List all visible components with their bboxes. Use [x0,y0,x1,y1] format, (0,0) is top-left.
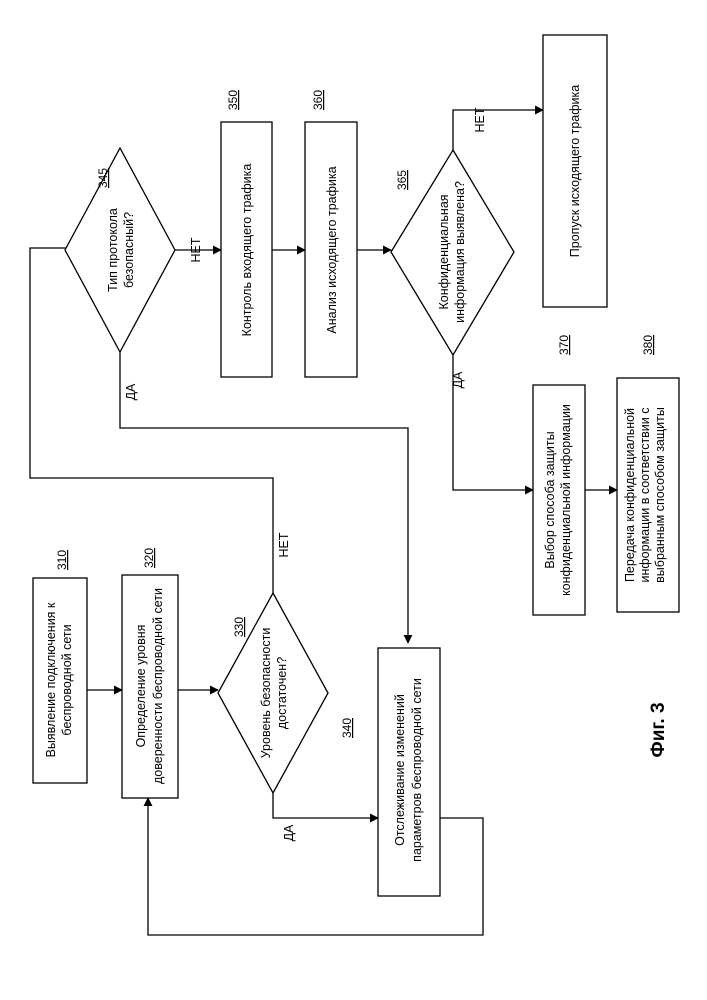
decision-345-ref: 345 [96,168,110,188]
step-380-ref: 380 [641,335,655,355]
step-310: Выявление подключения к беспроводной сет… [33,550,87,783]
decision-345: Тип протокола безопасный? 345 [65,148,175,352]
decision-330-ref: 330 [232,617,246,637]
decision-345-line2: безопасный? [122,212,136,288]
decision-365-ref: 365 [395,170,409,190]
step-320-line1: Определение уровня [134,625,148,748]
step-380-line2: информации в соответствии с [638,408,652,583]
decision-365-line2: информация выявлена? [453,181,467,323]
decision-330: Уровень безопасности достаточен? 330 [218,593,328,793]
step-350: Контроль входящего трафика 350 [221,90,272,377]
step-380-line1: Передача конфиденциальной [623,408,637,582]
arrow-330-yes-340 [273,793,378,818]
label-330-yes: ДА [282,824,296,841]
step-skip-label: Пропуск исходящего трафика [568,85,582,257]
step-320-line2: доверенности беспроводной сети [151,588,165,784]
label-345-no: НЕТ [189,237,203,262]
step-310-ref: 310 [55,550,69,570]
label-365-yes: ДА [451,371,465,388]
decision-365-line1: Конфиденциальная [437,194,451,309]
decision-345-line1: Тип протокола [106,208,120,292]
step-340-line2: параметров беспроводной сети [410,678,424,862]
decision-330-line2: достаточен? [275,657,289,729]
arrow-365-yes-370 [453,355,533,490]
step-370-ref: 370 [557,335,571,355]
label-345-yes: ДА [124,383,138,400]
step-370-line2: конфиденциальной информации [559,404,573,596]
label-330-no: НЕТ [277,532,291,557]
step-310-line1: Выявление подключения к [44,602,58,757]
step-350-ref: 350 [226,90,240,110]
step-340-ref: 340 [340,718,354,738]
step-380-line3: выбранным способом защиты [653,407,667,583]
step-380: Передача конфиденциальной информации в с… [617,335,679,612]
step-350-label: Контроль входящего трафика [240,164,254,337]
decision-330-line1: Уровень безопасности [259,628,273,759]
step-320: Определение уровня доверенности беспрово… [122,548,178,798]
step-skip: Пропуск исходящего трафика [543,35,607,307]
label-365-no: НЕТ [473,107,487,132]
step-370: Выбор способа защиты конфиденциальной ин… [533,335,585,615]
step-320-ref: 320 [142,548,156,568]
step-310-line2: беспроводной сети [60,624,74,735]
step-340-line1: Отслеживание изменений [393,694,407,846]
step-360-label: Анализ исходящего трафика [325,166,339,333]
step-360-ref: 360 [311,90,325,110]
step-340: Отслеживание изменений параметров беспро… [340,648,440,896]
step-360: Анализ исходящего трафика 360 [305,90,357,377]
figure-label: Фиг. 3 [648,702,669,757]
arrow-365-no-skip [453,110,543,150]
step-370-line1: Выбор способа защиты [543,431,557,568]
decision-365: Конфиденциальная информация выявлена? 36… [391,150,514,355]
